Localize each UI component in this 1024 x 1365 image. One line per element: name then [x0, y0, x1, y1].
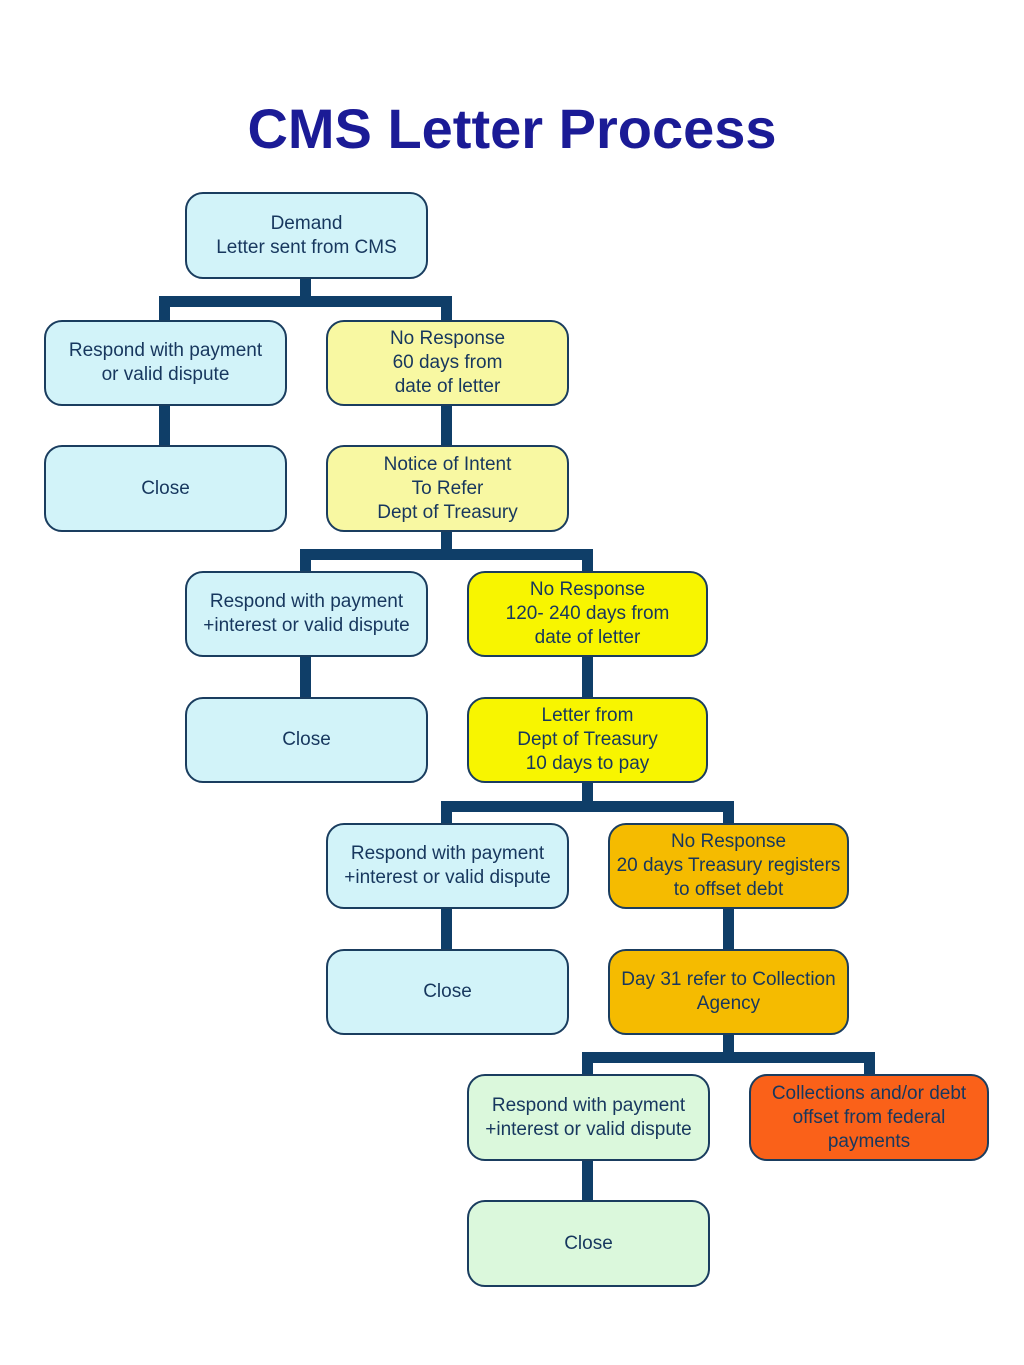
connector-noresp20-day31 — [723, 907, 734, 951]
node-no-response-60: No Response 60 days from date of letter — [326, 320, 569, 406]
connector-notice-stub — [441, 530, 452, 560]
connector-notice-drop-right — [582, 549, 593, 573]
node-close-3: Close — [326, 949, 569, 1035]
connector-demand-drop-right — [441, 296, 452, 322]
connector-respond2-close2 — [300, 655, 311, 699]
node-day-31-collection: Day 31 refer to Collection Agency — [608, 949, 849, 1035]
connector-respond4-close4 — [582, 1159, 593, 1202]
connector-respond3-close3 — [441, 907, 452, 951]
node-respond-payment-2: Respond with payment +interest or valid … — [185, 571, 428, 657]
connector-letter-drop-right — [723, 801, 734, 825]
node-close-1: Close — [44, 445, 287, 532]
node-notice-of-intent: Notice of Intent To Refer Dept of Treasu… — [326, 445, 569, 532]
node-no-response-20: No Response 20 days Treasury registers t… — [608, 823, 849, 909]
connector-day31-stub — [723, 1033, 734, 1063]
connector-notice-bar — [300, 549, 593, 560]
connector-demand-bar — [159, 296, 452, 307]
connector-letter-bar — [441, 801, 734, 812]
node-close-2: Close — [185, 697, 428, 783]
connector-noresp120-letter — [582, 655, 593, 699]
node-close-4: Close — [467, 1200, 710, 1287]
connector-day31-drop-left — [582, 1052, 593, 1076]
connector-day31-bar — [582, 1052, 875, 1063]
connector-notice-drop-left — [300, 549, 311, 573]
connector-letter-stub — [582, 781, 593, 811]
node-demand-letter: Demand Letter sent from CMS — [185, 192, 428, 279]
connector-respond1-close1 — [159, 405, 170, 447]
connector-letter-drop-left — [441, 801, 452, 825]
connector-demand-stub — [300, 278, 311, 307]
page-title: CMS Letter Process — [247, 97, 777, 160]
connector-demand-drop-left — [159, 296, 170, 322]
connector-noresp60-notice — [441, 405, 452, 447]
node-respond-payment-3: Respond with payment +interest or valid … — [326, 823, 569, 909]
node-collections-offset: Collections and/or debt offset from fede… — [749, 1074, 989, 1161]
node-letter-from-treasury: Letter from Dept of Treasury 10 days to … — [467, 697, 708, 783]
node-respond-payment-4: Respond with payment +interest or valid … — [467, 1074, 710, 1161]
connector-day31-drop-right — [864, 1052, 875, 1076]
node-no-response-120-240: No Response 120- 240 days from date of l… — [467, 571, 708, 657]
node-respond-payment-1: Respond with payment or valid dispute — [44, 320, 287, 406]
